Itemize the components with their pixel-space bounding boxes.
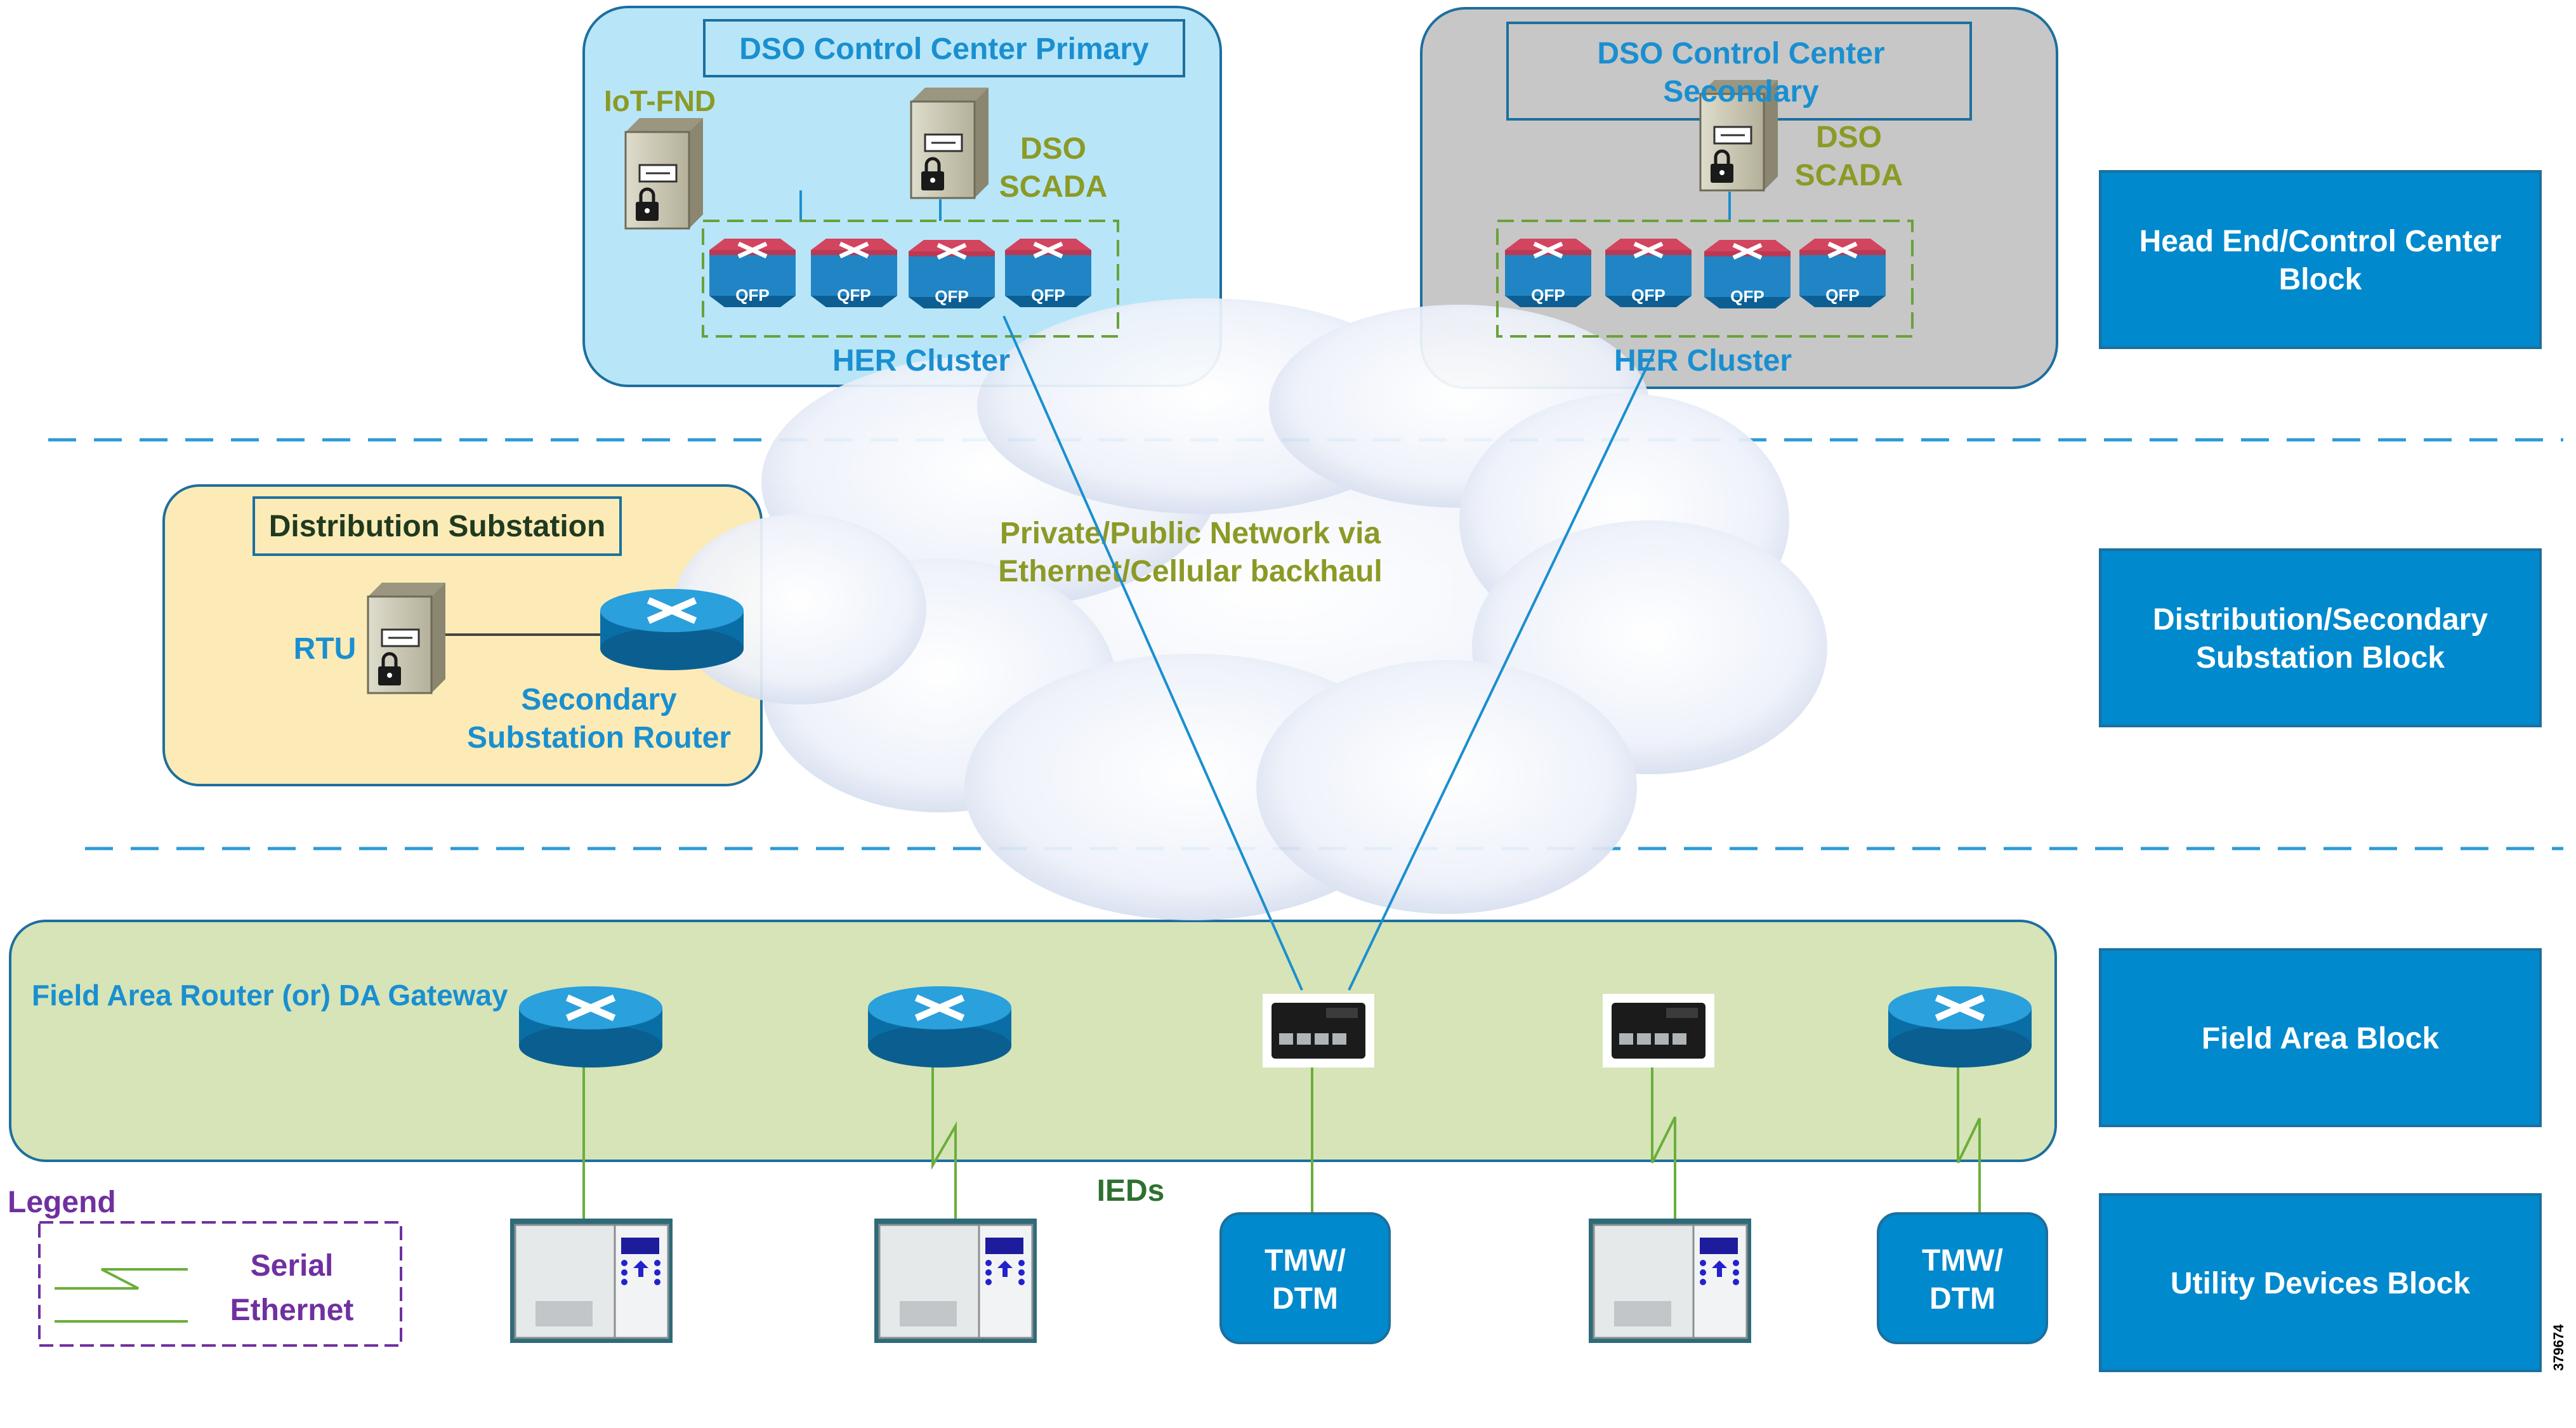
block-label-line1: Utility Devices Block (2171, 1267, 2471, 1300)
block-box (2099, 948, 2542, 1127)
tmw-dtm-device-1: TMW/ DTM (1219, 1212, 1391, 1344)
primary-qfp-3: QFP (909, 240, 995, 308)
block-box (2099, 1193, 2542, 1372)
ied-cabinet-3-icon (1587, 1217, 1752, 1344)
rtu-label: RTU (294, 632, 357, 666)
legend-title: Legend (8, 1186, 116, 1219)
da-gateway-2-icon (1603, 994, 1714, 1068)
secondary-scada-label-line2: SCADA (1795, 159, 1903, 192)
field-area-router-1-icon (519, 986, 662, 1068)
substation-title-box (253, 496, 622, 556)
secondary-qfp-3: QFP (1704, 240, 1791, 308)
primary-her-cluster-box (702, 220, 1119, 338)
network-cloud (673, 298, 1827, 920)
block-label-line2: Substation Block (2196, 641, 2445, 675)
legend-ethernet-label: Ethernet (230, 1293, 354, 1327)
secondary-qfp-2: QFP (1605, 239, 1692, 307)
legend-serial-line (55, 1268, 188, 1290)
rtu-server-icon (368, 583, 445, 693)
iot-fnd-server-icon (626, 118, 703, 228)
block-box (2099, 170, 2542, 349)
qfp-label: QFP (1631, 286, 1665, 305)
secondary-title-line1: DSO Control Center (1597, 37, 1884, 70)
primary-scada-label-line2: SCADA (999, 170, 1108, 204)
qfp-label: QFP (735, 286, 769, 305)
tmw-dtm-label-line1: TMW/ (1265, 1244, 1346, 1278)
primary-her-cluster-label: HER Cluster (832, 344, 1010, 378)
ied-cabinet-1-icon (509, 1217, 674, 1344)
block-field-area: Field Area Block (2099, 948, 2542, 1127)
secondary-her-cluster-box (1496, 220, 1914, 338)
field-area-region (9, 920, 2057, 1162)
primary-scada-server-icon (911, 88, 989, 198)
block-label-line2: Block (2279, 263, 2362, 296)
block-label-line1: Head End/Control Center (2139, 225, 2502, 258)
tmw-dtm-box (1877, 1212, 2048, 1344)
substation-title: Distribution Substation (269, 510, 606, 543)
secondary-router-label-line2: Substation Router (467, 721, 731, 755)
qfp-label: QFP (1031, 286, 1065, 305)
tmw-dtm-label-line2: DTM (1272, 1282, 1338, 1316)
primary-scada-label-line1: DSO (1020, 132, 1086, 166)
da-gateway-1-icon (1263, 994, 1374, 1068)
cloud-label-line2: Ethernet/Cellular backhaul (998, 555, 1383, 588)
tmw-dtm-label-line2: DTM (1929, 1282, 1995, 1316)
ieds-label: IEDs (1097, 1174, 1165, 1208)
secondary-substation-router-icon (600, 589, 744, 670)
tmw-dtm-device-2: TMW/ DTM (1877, 1212, 2048, 1344)
secondary-her-cluster-label: HER Cluster (1614, 344, 1792, 378)
qfp-label: QFP (935, 287, 968, 306)
secondary-router-label-line1: Secondary (521, 683, 677, 717)
qfp-label: QFP (1825, 286, 1859, 305)
primary-qfp-2: QFP (811, 239, 897, 307)
secondary-backhaul-link (1348, 352, 1655, 991)
primary-title: DSO Control Center Primary (739, 32, 1149, 66)
qfp-label: QFP (837, 286, 871, 305)
legend-serial-label: Serial (251, 1249, 334, 1283)
qfp-label: QFP (1730, 287, 1764, 306)
field-area-router-2-icon (868, 986, 1011, 1068)
block-distribution: Distribution/Secondary Substation Block (2099, 548, 2542, 727)
secondary-qfp-4: QFP (1799, 239, 1886, 307)
field-area-gateway-label: Field Area Router (or) DA Gateway (32, 979, 508, 1012)
serial-link-2 (931, 1048, 957, 1219)
secondary-qfp-1: QFP (1505, 239, 1591, 307)
block-head-end: Head End/Control Center Block (2099, 170, 2542, 349)
primary-backhaul-link (1002, 315, 1303, 991)
figure-id: 379674 (2551, 1324, 2566, 1371)
primary-qfp-1: QFP (709, 239, 796, 307)
iot-fnd-label: IoT-FND (604, 84, 716, 117)
secondary-title-line2: Secondary (1663, 75, 1819, 109)
field-area-router-3-icon (1888, 986, 2032, 1068)
ied-cabinet-2-icon (873, 1217, 1038, 1344)
tmw-dtm-box (1219, 1212, 1391, 1344)
qfp-label: QFP (1531, 286, 1565, 305)
primary-title-box (703, 19, 1185, 77)
primary-qfp-4: QFP (1005, 239, 1091, 307)
secondary-scada-label-line1: DSO (1816, 121, 1882, 154)
block-box (2099, 548, 2542, 727)
block-label-line1: Field Area Block (2202, 1022, 2440, 1055)
cloud-label-line1: Private/Public Network via (1000, 517, 1381, 550)
block-utility-devices: Utility Devices Block (2099, 1193, 2542, 1372)
block-label-line1: Distribution/Secondary (2153, 603, 2488, 637)
serial-link-4 (1651, 1057, 1676, 1219)
serial-link-5 (1957, 1048, 1981, 1219)
tmw-dtm-label-line1: TMW/ (1922, 1244, 2003, 1278)
